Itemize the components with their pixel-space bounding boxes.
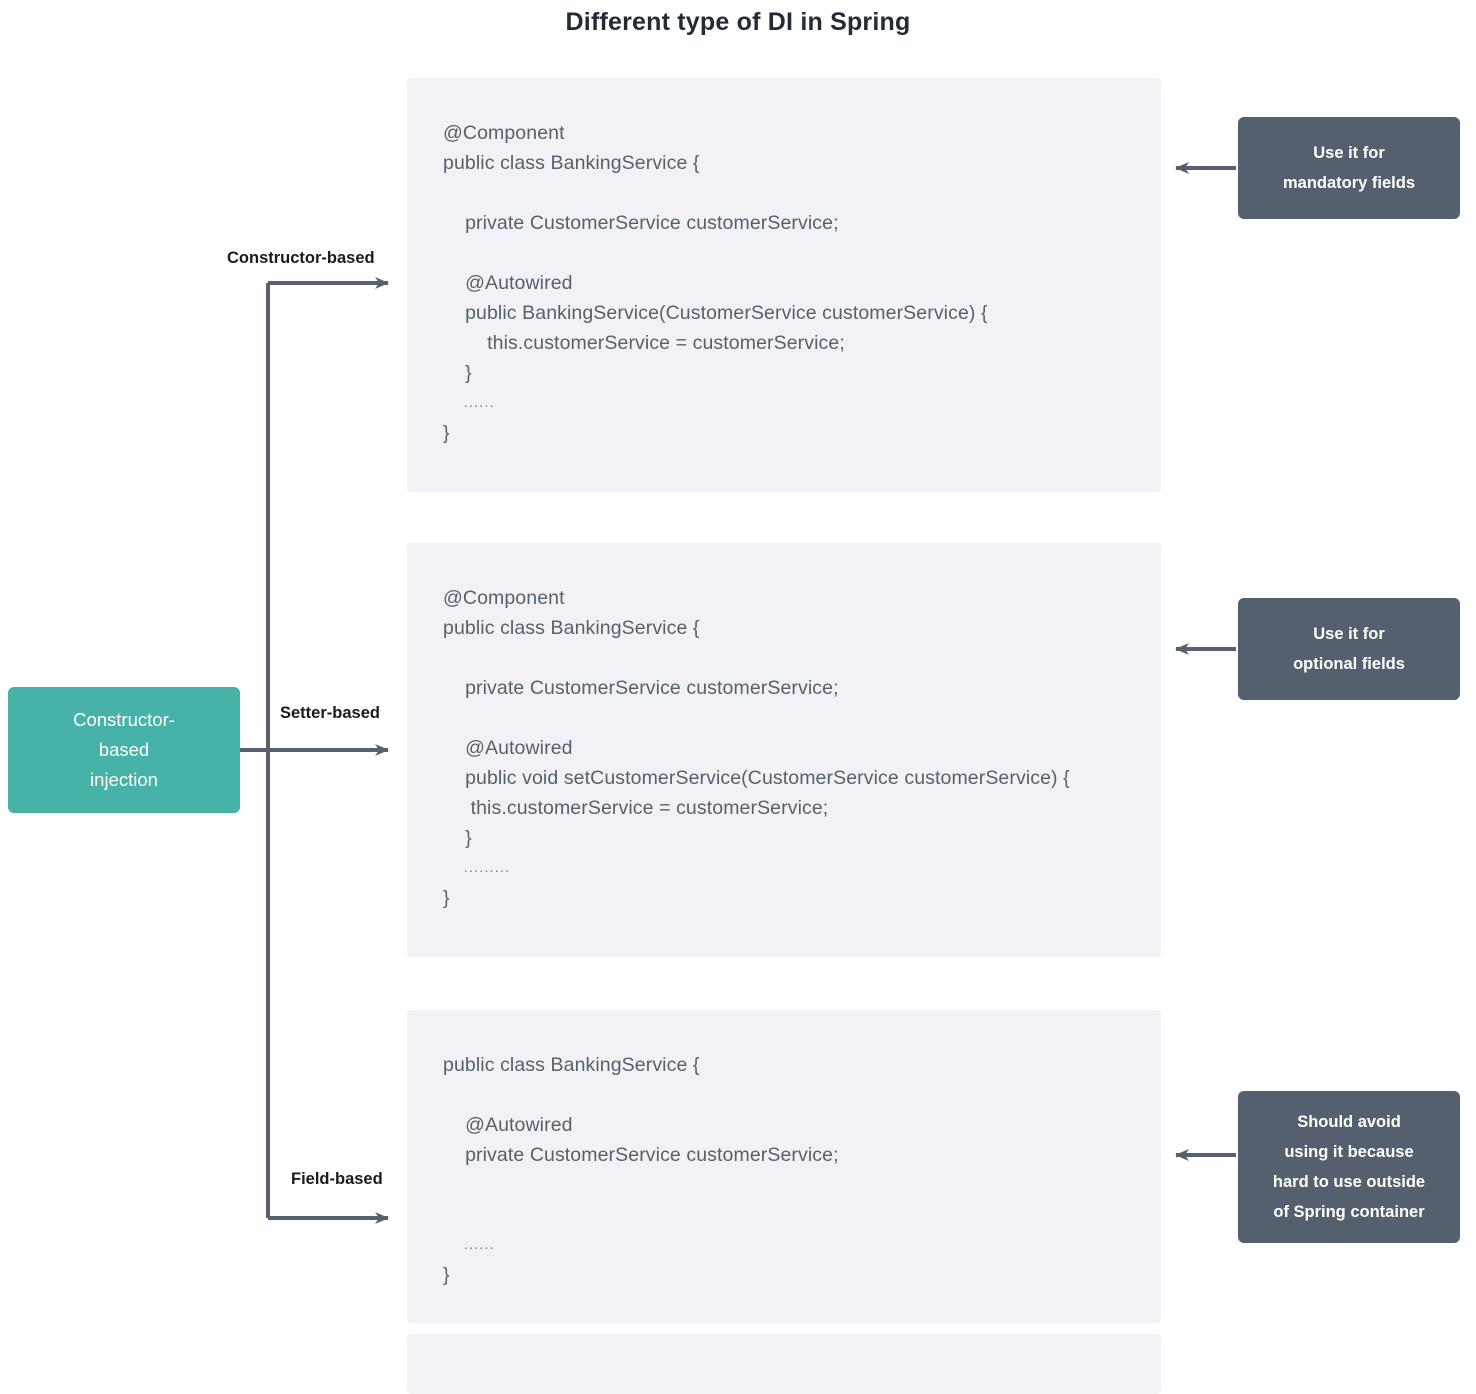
note-optional-fields[interactable]: Use it for optional fields bbox=[1238, 598, 1460, 700]
note-line: Use it for bbox=[1313, 625, 1385, 643]
edge-label-constructor-based: Constructor-based bbox=[224, 249, 378, 268]
code-line: private CustomerService customerService; bbox=[443, 677, 839, 699]
note-line: of Spring container bbox=[1273, 1203, 1425, 1221]
code-line-blank bbox=[443, 238, 1161, 268]
code-line: public void setCustomerService(CustomerS… bbox=[443, 767, 1070, 789]
code-line: @Component bbox=[443, 122, 565, 144]
note-line: hard to use outside bbox=[1272, 1173, 1426, 1191]
code-line-ellipsis: ......... bbox=[443, 859, 511, 876]
code-line: } bbox=[443, 887, 450, 909]
note-line: Use it for bbox=[1313, 144, 1385, 162]
note-avoid-field-injection[interactable]: Should avoid using it because hard to us… bbox=[1238, 1091, 1460, 1243]
diagram-canvas: Different type of DI in Spring bbox=[8, 8, 1460, 1394]
code-line: @Autowired bbox=[443, 272, 573, 294]
code-line-ellipsis: ...... bbox=[443, 394, 495, 411]
page-title: Different type of DI in Spring bbox=[565, 8, 911, 36]
code-line: public class BankingService { bbox=[443, 617, 700, 639]
code-line-blank bbox=[443, 643, 1161, 673]
note-line: Should avoid bbox=[1297, 1113, 1401, 1131]
code-line: this.customerService = customerService; bbox=[443, 332, 845, 354]
edge-constructor-branch bbox=[240, 277, 389, 1218]
code-line: @Component bbox=[443, 587, 565, 609]
code-line-ellipsis: ...... bbox=[443, 1236, 495, 1253]
code-line: } bbox=[443, 1264, 450, 1286]
code-line: } bbox=[443, 422, 450, 444]
note-line: mandatory fields bbox=[1282, 174, 1416, 192]
note-mandatory-fields[interactable]: Use it for mandatory fields bbox=[1238, 117, 1460, 219]
note-line: optional fields bbox=[1293, 655, 1405, 673]
code-line: private CustomerService customerService; bbox=[443, 212, 839, 234]
edge-label-setter-based: Setter-based bbox=[277, 704, 383, 723]
code-line-blank bbox=[443, 1080, 1161, 1110]
code-block-setter-injection: @Component public class BankingService {… bbox=[407, 543, 1161, 957]
code-line-blank bbox=[443, 703, 1161, 733]
code-block-next-partial bbox=[407, 1334, 1161, 1394]
node-line: based bbox=[98, 739, 150, 760]
code-line-blank bbox=[443, 178, 1161, 208]
edge-label-field-based: Field-based bbox=[288, 1170, 386, 1189]
note-line: using it because bbox=[1284, 1143, 1414, 1161]
code-line: this.customerService = customerService; bbox=[443, 797, 829, 819]
node-line: Constructor- bbox=[73, 709, 175, 730]
code-line: public class BankingService { bbox=[443, 1054, 700, 1076]
node-constructor-based-injection[interactable]: Constructor- based injection bbox=[8, 687, 240, 813]
code-line: } bbox=[443, 827, 472, 849]
code-line: private CustomerService customerService; bbox=[443, 1144, 839, 1166]
code-line: public class BankingService { bbox=[443, 152, 700, 174]
code-block-constructor-injection: @Component public class BankingService {… bbox=[407, 78, 1161, 492]
code-line-blank bbox=[443, 1200, 1161, 1230]
node-line: injection bbox=[90, 769, 158, 790]
code-line: @Autowired bbox=[443, 1114, 573, 1136]
code-line: public BankingService(CustomerService cu… bbox=[443, 302, 988, 324]
code-line-blank bbox=[443, 1170, 1161, 1200]
code-line: } bbox=[443, 362, 472, 384]
code-line: @Autowired bbox=[443, 737, 573, 759]
code-block-field-injection: public class BankingService { @Autowired… bbox=[407, 1010, 1161, 1323]
